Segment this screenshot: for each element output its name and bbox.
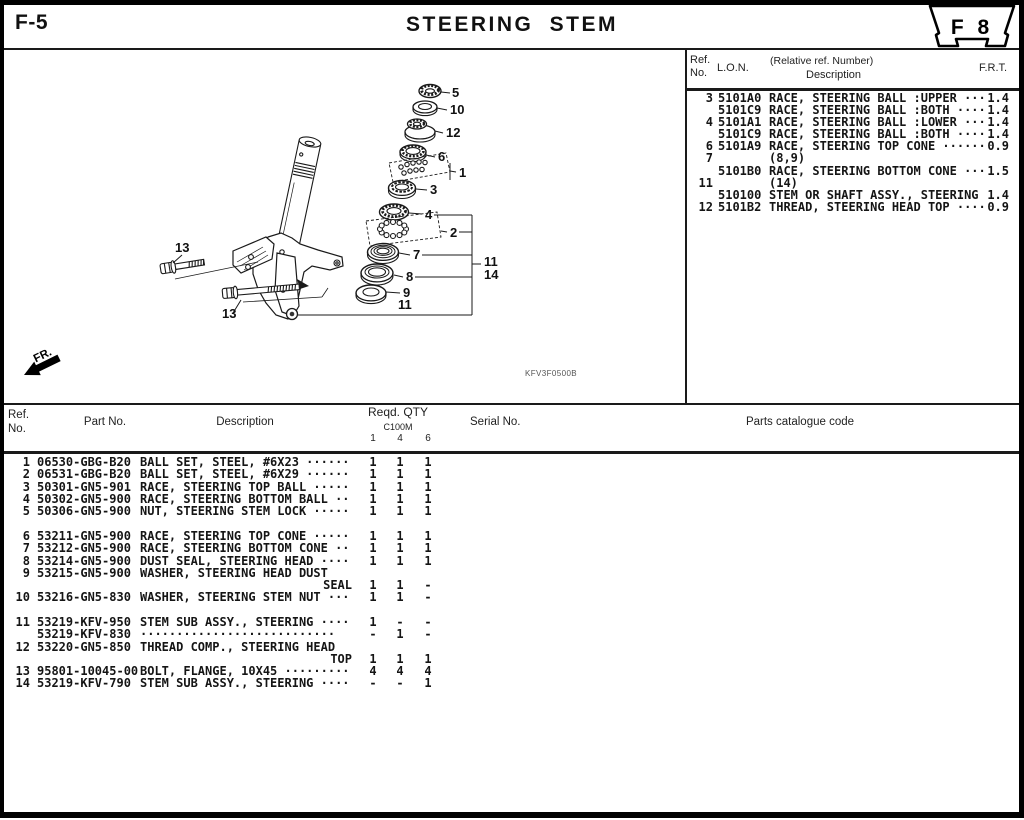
parts-header-qty-6: 6 — [425, 433, 431, 444]
frame-ref-badge: F 8 — [928, 4, 1016, 48]
callout-label-7: 7 — [413, 247, 420, 262]
parts-header-ref1: Ref. — [8, 409, 30, 421]
ref-table-header-lon: L.O.N. — [717, 62, 749, 74]
parts-table-top-line — [4, 403, 1019, 405]
flange-bolt-upper — [159, 258, 206, 275]
parts-header-serial: Serial No. — [470, 416, 521, 428]
callout-label-11: 11 — [484, 254, 498, 269]
border-bottom — [0, 812, 1024, 818]
border-right — [1019, 0, 1024, 818]
parts-header-reqd-qty: Reqd. QTY — [367, 405, 429, 419]
parts-header-qty-1: 1 — [370, 433, 376, 444]
parts-table-row: 53219-KFV-830···························… — [37, 627, 432, 642]
parts-header-model: C100M — [383, 422, 413, 432]
page-title: STEERING STEM — [405, 13, 619, 36]
callout-label-4: 4 — [425, 207, 433, 222]
fr-direction-arrow: FR. — [24, 346, 61, 376]
part-6-top-cone-race — [399, 144, 427, 163]
part-9-dust-seal-washer — [355, 284, 387, 305]
callout-label-6: 6 — [438, 149, 445, 164]
ref-table-row: 7(8,9) — [705, 151, 806, 166]
callout-label-5: 5 — [452, 85, 459, 100]
part-10-stem-nut-washer — [412, 100, 438, 117]
frame-ref-text: F 8 — [951, 16, 993, 39]
part-8-dust-seal — [360, 263, 394, 286]
diagram-code: KFV3F0500B — [525, 369, 577, 378]
callout-label-1: 1 — [459, 165, 466, 180]
ref-table-header-ref1: Ref. — [690, 54, 711, 66]
part-5-stem-lock-nut — [418, 83, 442, 99]
callout-label-11: 11 — [398, 297, 412, 312]
callout-leader-lines — [172, 91, 481, 316]
border-left — [0, 0, 4, 818]
parts-header-ref2: No. — [8, 423, 26, 435]
parts-table-header-underline — [4, 451, 1019, 454]
header-divider — [4, 48, 1019, 50]
part-7-bottom-cone-race — [366, 242, 400, 265]
ref-table-divider — [685, 48, 687, 404]
frame-ref-outline — [928, 4, 1016, 48]
callout-label-3: 3 — [430, 182, 437, 197]
callout-label-10: 10 — [450, 102, 464, 117]
part-4-bottom-ball-race — [378, 203, 410, 221]
part-12-head-top-thread — [404, 118, 436, 143]
ref-table-header-ref2: No. — [690, 67, 708, 79]
stem-tube — [275, 136, 322, 254]
ref-table-row: 11(14) — [698, 175, 798, 190]
flange-bolt-lower — [221, 283, 301, 300]
ref-table-header-underline — [687, 88, 1019, 91]
callout-label-12: 12 — [446, 125, 460, 140]
callout-label-9: 9 — [403, 285, 410, 300]
stem-bracket — [232, 232, 344, 321]
callout-label-14: 14 — [484, 267, 499, 282]
parts-header-desc: Description — [216, 416, 274, 428]
ref-table-header-frt: F.R.T. — [979, 62, 1008, 74]
ref-table-header-desc: Description — [806, 69, 862, 81]
callout-label-13: 13 — [175, 240, 189, 255]
callout-label-8: 8 — [406, 269, 413, 284]
part-3-top-ball-race — [387, 179, 417, 200]
parts-header-qty-4: 4 — [397, 433, 403, 444]
bolt-leader-lines — [174, 261, 329, 303]
page-code: F-5 — [15, 11, 48, 34]
callout-label-13: 13 — [222, 306, 236, 321]
part-2-ball-set — [365, 211, 442, 247]
border-top — [0, 0, 1024, 5]
parts-header-catalogue: Parts catalogue code — [745, 416, 855, 428]
parts-header-partno: Part No. — [83, 416, 127, 428]
ref-table-header-relative: (Relative ref. Number) — [770, 55, 874, 67]
callout-label-2: 2 — [450, 225, 457, 240]
